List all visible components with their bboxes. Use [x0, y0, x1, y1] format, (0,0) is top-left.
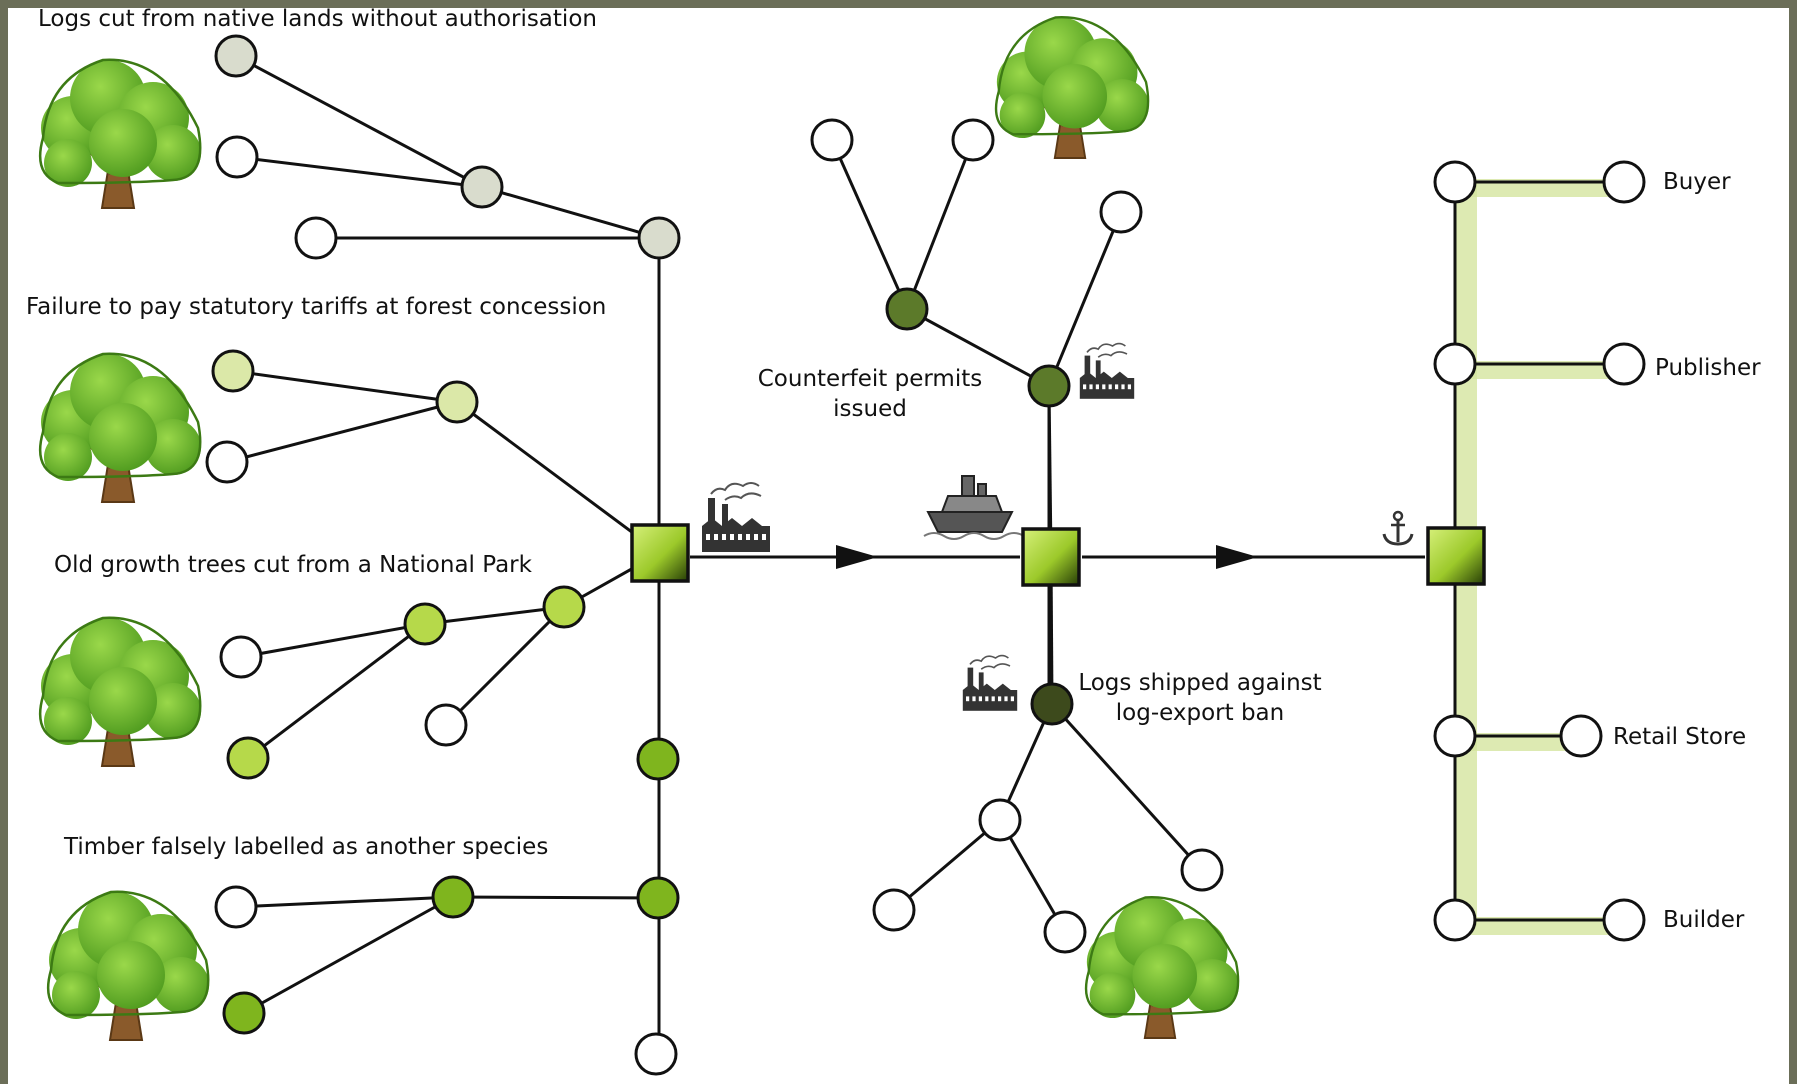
- node-a2: [215, 135, 259, 179]
- node-g1: [1030, 682, 1074, 726]
- destination-label-retail-store: Retail Store: [1613, 724, 1746, 750]
- edge-b1-b2: [232, 369, 458, 404]
- edge-e2-e1: [235, 895, 454, 909]
- node-g3: [1180, 848, 1224, 892]
- edge-c2-c5: [247, 622, 426, 760]
- node-c5: [226, 736, 270, 780]
- edge-a3-a5: [481, 185, 660, 240]
- nodes: [205, 34, 1646, 1076]
- node-b3: [205, 440, 249, 484]
- arrow-head-icon: [836, 545, 878, 569]
- edge-g1-g3: [1050, 702, 1204, 872]
- source-label-national-park: Old growth trees cut from a National Par…: [54, 552, 533, 578]
- node-g4: [872, 888, 916, 932]
- edge-a2-a3: [236, 155, 483, 189]
- node-j2: [1559, 714, 1603, 758]
- node-f3: [1099, 190, 1143, 234]
- hub-node-2: [1021, 527, 1081, 587]
- edge-b2-H1: [456, 400, 661, 555]
- node-d1: [636, 737, 680, 781]
- node-e2: [214, 885, 258, 929]
- edge-f3-f5: [1047, 211, 1123, 387]
- destination-label-buyer: Buyer: [1663, 169, 1731, 195]
- node-h2: [1602, 160, 1646, 204]
- node-f1: [810, 118, 854, 162]
- source-label-falsely-labelled: Timber falsely labelled as another speci…: [63, 834, 548, 860]
- edge-e1-d2: [452, 895, 659, 900]
- edge-e3-e1: [243, 895, 454, 1015]
- node-i1: [1433, 342, 1477, 386]
- node-f2: [951, 118, 995, 162]
- node-a1: [214, 34, 258, 78]
- edge-g2-g5: [998, 819, 1067, 933]
- node-f5: [1027, 364, 1071, 408]
- edge-b3-b2: [226, 400, 458, 464]
- source-label-statutory-tariffs: Failure to pay statutory tariffs at fore…: [26, 294, 606, 320]
- node-k1: [1433, 898, 1477, 942]
- node-c3: [219, 635, 263, 679]
- counterfeit-permits-label-line1: Counterfeit permits: [758, 366, 982, 392]
- node-e1: [431, 875, 475, 919]
- edge-a1-a3: [235, 54, 483, 189]
- node-c4: [424, 703, 468, 747]
- node-c2: [403, 602, 447, 646]
- node-k2: [1602, 898, 1646, 942]
- edge-c1-c4: [444, 605, 566, 727]
- arrow-head-icon: [1216, 545, 1258, 569]
- node-b2: [435, 380, 479, 424]
- edge-f2-f4: [905, 139, 975, 310]
- node-e3: [222, 991, 266, 1035]
- node-h1: [1433, 160, 1477, 204]
- counterfeit-permits-label-line2: issued: [833, 396, 907, 422]
- edge-c1-c2: [424, 605, 565, 626]
- node-a5: [637, 216, 681, 260]
- node-i2: [1602, 342, 1646, 386]
- node-d3: [634, 1032, 678, 1076]
- node-a3: [460, 165, 504, 209]
- export-ban-label-line1: Logs shipped against: [1078, 670, 1321, 696]
- node-j1: [1433, 714, 1477, 758]
- node-d2: [636, 876, 680, 920]
- edge-c2-c3: [240, 622, 426, 659]
- edge-f4-f5: [906, 307, 1050, 388]
- node-b1: [211, 349, 255, 393]
- edge-f1-f4: [830, 139, 909, 310]
- node-g2: [978, 798, 1022, 842]
- destination-label-publisher: Publisher: [1655, 355, 1761, 381]
- export-ban-label-line2: log-export ban: [1116, 700, 1284, 726]
- node-g5: [1043, 910, 1087, 954]
- destination-label-builder: Builder: [1663, 907, 1745, 933]
- edge-g2-g4: [893, 818, 1001, 912]
- node-c1: [542, 585, 586, 629]
- node-a4: [294, 216, 338, 260]
- source-label-native-lands: Logs cut from native lands without autho…: [38, 6, 597, 32]
- hub-node-3: [1426, 526, 1486, 586]
- hub-node-1: [630, 523, 690, 583]
- node-f4: [885, 287, 929, 331]
